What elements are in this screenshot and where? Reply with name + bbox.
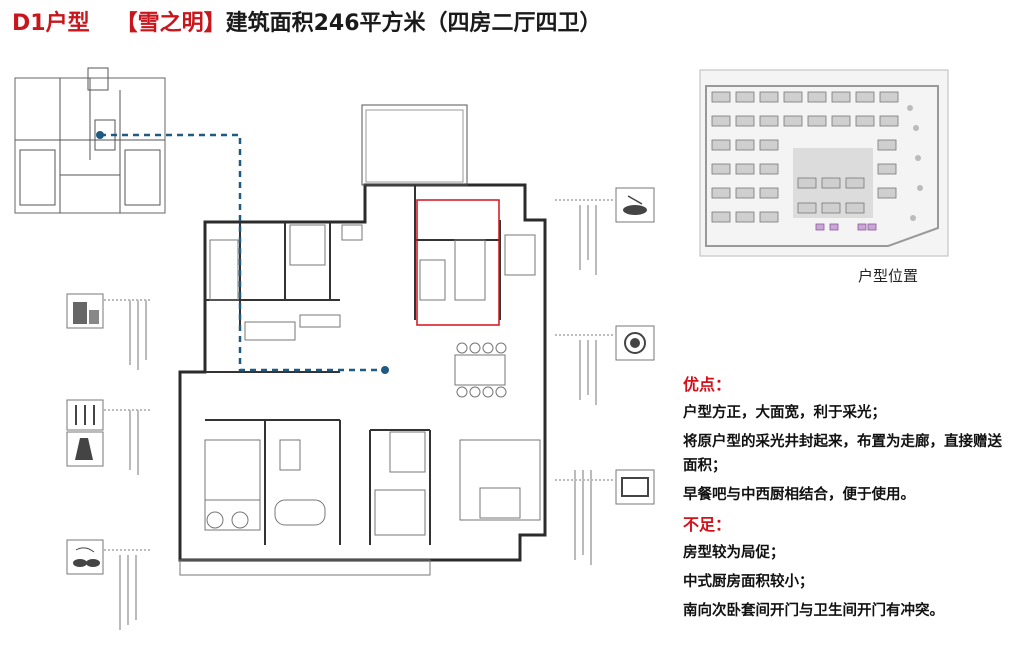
pros-item: 早餐吧与中西厨相结合，便于使用。 — [683, 487, 915, 503]
unit-description: 建筑面积246平方米（四房二厅四卫） — [225, 11, 602, 36]
plate-icon — [615, 325, 655, 361]
teacup-icon — [66, 539, 104, 575]
pros-heading: 优点： — [683, 375, 732, 394]
bowl-icon — [615, 187, 655, 223]
tv-icon — [615, 469, 655, 505]
cons-item: 房型较为局促； — [683, 545, 785, 561]
floor-plan — [14, 67, 655, 630]
pros-item: 将原户型的采光井封起来，布置为走廊，直接赠送面积； — [683, 434, 1002, 474]
original-plan-thumbnail — [14, 67, 166, 214]
page-title: D1户型 【雪之明】 建筑面积246平方米（四房二厅四卫） — [12, 4, 602, 38]
project-name: 【雪之明】 — [115, 11, 226, 36]
cons-heading: 不足： — [683, 515, 732, 534]
dress-icon — [66, 431, 104, 467]
cons-item: 中式厨房面积较小； — [683, 574, 814, 590]
tools-icon — [66, 399, 104, 431]
site-plan — [699, 69, 949, 257]
cons-item: 南向次卧套间开门与卫生间开门有冲突。 — [683, 603, 944, 619]
notes-panel: 优点： 户型方正，大面宽，利于采光； 将原户型的采光井封起来，布置为走廊，直接赠… — [683, 373, 1013, 628]
unit-code: D1户型 — [12, 11, 90, 36]
suitcase-icon — [66, 293, 104, 329]
pros-item: 户型方正，大面宽，利于采光； — [683, 405, 886, 421]
site-plan-caption: 户型位置 — [858, 267, 919, 285]
